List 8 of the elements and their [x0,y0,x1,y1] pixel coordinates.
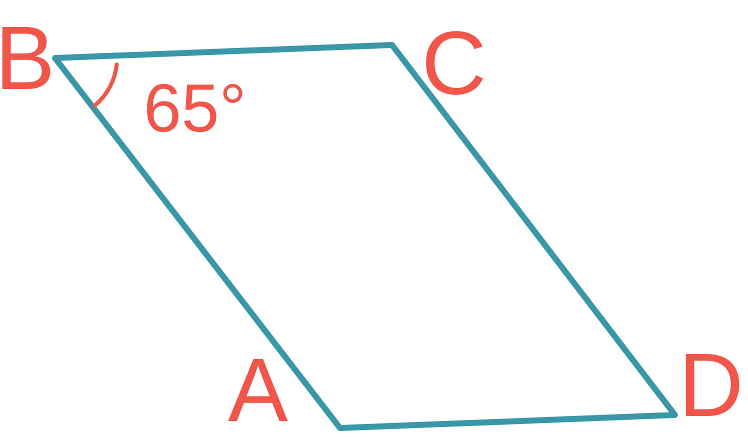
angle-label: 65° [147,84,242,132]
vertex-label: A [228,359,288,421]
parallelogram-side [52,55,343,431]
vertex-label: C [426,31,484,95]
vertex-label: B [2,27,50,89]
vertex-label: D [686,354,740,416]
parallelogram-side [337,412,678,431]
parallelogram-side [52,42,395,61]
